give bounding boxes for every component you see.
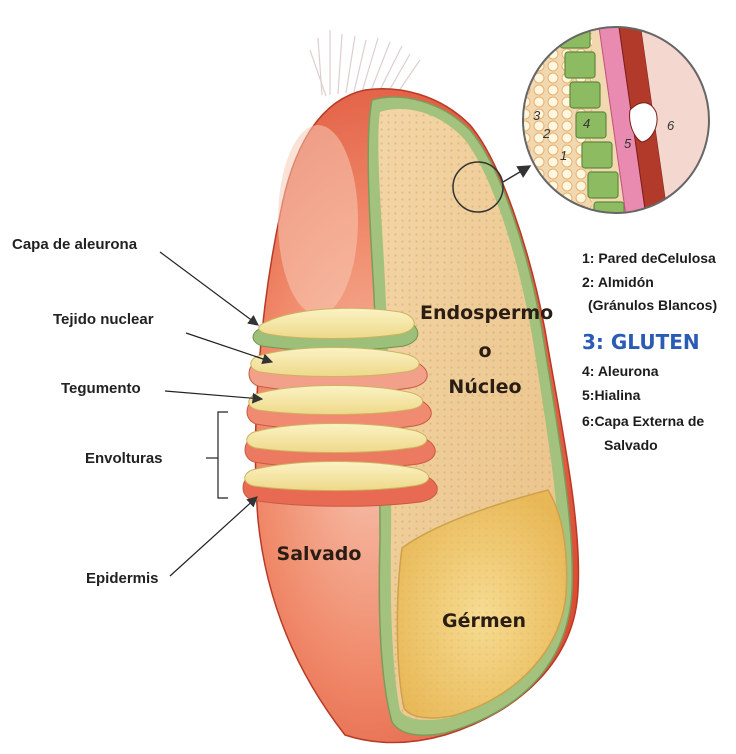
zoom-detail bbox=[520, 20, 720, 230]
label-salvado: Salvado bbox=[264, 543, 374, 565]
legend-item-2-sub: (Gránulos Blancos) bbox=[588, 297, 717, 313]
zoom-arrow bbox=[503, 166, 530, 182]
legend-item-4: 4: Aleurona bbox=[582, 363, 659, 379]
legend-item-6-sub: Salvado bbox=[604, 437, 658, 453]
label-epidermis: Epidermis bbox=[86, 570, 159, 587]
label-nucleo: Núcleo bbox=[420, 376, 550, 398]
label-tejido-nuclear: Tejido nuclear bbox=[53, 311, 154, 328]
legend-item-2: 2: Almidón bbox=[582, 274, 654, 290]
legend-item-6: 6:Capa Externa de bbox=[582, 413, 704, 429]
label-capa-aleurona: Capa de aleurona bbox=[12, 236, 137, 253]
zoom-number-6: 6 bbox=[667, 118, 675, 133]
label-germen: Gérmen bbox=[424, 610, 544, 632]
label-o: o bbox=[420, 340, 550, 362]
legend-item-3: 3: GLUTEN bbox=[582, 330, 700, 354]
label-endospermo: Endospermo bbox=[420, 302, 550, 324]
bran-highlight bbox=[278, 125, 358, 315]
zoom-number-3: 3 bbox=[533, 108, 541, 123]
grain-brush-hairs bbox=[310, 30, 420, 98]
zoom-number-1: 1 bbox=[560, 148, 567, 163]
zoom-number-2: 2 bbox=[542, 126, 551, 141]
peeled-layers bbox=[243, 308, 437, 506]
label-envolturas: Envolturas bbox=[85, 450, 163, 467]
zoom-number-4: 4 bbox=[583, 116, 590, 131]
legend-item-5: 5:Hialina bbox=[582, 387, 640, 403]
legend-item-1: 1: Pared deCelulosa bbox=[582, 250, 716, 266]
zoom-number-5: 5 bbox=[624, 136, 632, 151]
label-tegumento: Tegumento bbox=[61, 380, 141, 397]
